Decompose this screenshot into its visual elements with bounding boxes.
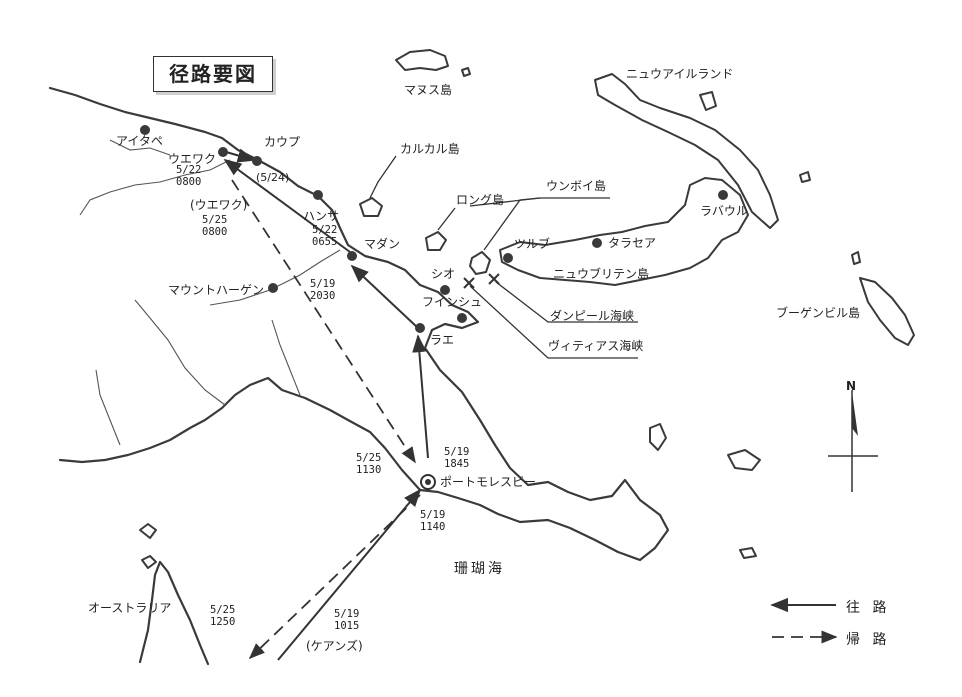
label-umboi: ウンボイ島 <box>546 179 607 193</box>
map-title: 径路要図 <box>153 56 273 92</box>
route-wewak-kaup <box>225 148 256 163</box>
route-portmoresby-lae <box>412 334 429 459</box>
label-port-moresby: ポートモレスビー <box>440 475 537 489</box>
long-island <box>425 231 447 251</box>
label-dampier-strait: ダンピール海峡 <box>550 309 635 323</box>
label-coral-sea: 珊瑚海 <box>454 561 505 577</box>
label-kaup: カウプ <box>264 135 301 149</box>
hansa-dot <box>313 190 323 200</box>
madang-dot <box>347 251 357 261</box>
label-bougainville: ブーゲンビル島 <box>776 306 861 320</box>
talasea-dot <box>592 238 602 248</box>
label-australia: オーストラリア <box>88 601 172 615</box>
australia-coast <box>138 560 210 666</box>
fly-river <box>134 299 226 406</box>
ring-leader <box>469 197 610 207</box>
new-ireland <box>594 73 779 229</box>
label-karkar: カルカル島 <box>400 142 460 156</box>
umboi-island <box>469 251 491 275</box>
label-rabaul: ラバウル <box>700 204 748 218</box>
label-finschhafen: フインシュ <box>422 295 483 309</box>
lae-dot <box>415 323 425 333</box>
north-arrow <box>828 390 878 492</box>
sio-dot <box>440 285 450 295</box>
legend-outbound-label: 往 路 <box>846 600 891 616</box>
label-sio: シオ <box>431 267 456 281</box>
label-cairns: (ケアンズ) <box>306 639 363 653</box>
label-aitape: アイタペ <box>116 134 163 148</box>
river <box>271 319 301 396</box>
vitiaz-strait-cross <box>488 273 500 285</box>
label-vitiaz-strait: ヴィティアス海峡 <box>548 339 644 353</box>
river <box>109 139 171 156</box>
aitape-dot <box>140 125 150 135</box>
label-hansa: ハンサ <box>303 209 340 223</box>
label-madang: マダン <box>364 237 401 251</box>
rabaul-dot <box>718 190 728 200</box>
new-britain <box>499 177 749 286</box>
label-long-island: ロング島 <box>456 193 505 207</box>
dampier-leader <box>495 281 638 323</box>
torres-island <box>141 555 157 569</box>
long-island-leader <box>437 207 456 231</box>
dentrecasteaux-island <box>727 449 761 471</box>
manus-island <box>395 49 449 71</box>
bougainville-island <box>859 277 915 346</box>
river <box>95 369 121 446</box>
label-wewak-return: (ウエワク) <box>190 198 248 212</box>
label-new-ireland: ニュウアイルランド <box>626 67 734 81</box>
label-new-britain: ニュウブリテン島 <box>553 267 650 281</box>
route-cairns-portmoresby <box>277 488 422 661</box>
return-portmoresby-australia <box>248 494 421 660</box>
wewak-dot <box>218 147 228 157</box>
kaup-dot <box>252 156 262 166</box>
new-guinea-south-coast <box>58 376 422 492</box>
finschhafen-dot <box>457 313 467 323</box>
islet <box>739 547 757 559</box>
route-lae-madang <box>350 264 419 329</box>
label-mount-hagen: マウントハーゲン <box>168 283 265 297</box>
karkar-island <box>359 197 383 217</box>
torres-island <box>139 523 157 539</box>
sepik-river <box>79 159 231 216</box>
legend-return-label: 帰 路 <box>846 632 891 648</box>
label-wewak: ウエワク <box>168 152 217 166</box>
mount-hagen-dot <box>268 283 278 293</box>
tulubu-dot <box>503 253 513 263</box>
north-label: N <box>846 379 857 393</box>
new-hanover <box>699 91 717 111</box>
trobriand-island <box>649 423 667 451</box>
karkar-leader <box>369 155 397 199</box>
ramu-river <box>209 249 341 306</box>
route-madang-wewak <box>223 158 351 253</box>
label-manus: マヌス島 <box>404 83 453 97</box>
manus-islet <box>461 67 471 77</box>
vitiaz-leader <box>469 285 638 359</box>
dampier-strait-cross <box>463 277 475 289</box>
islet <box>799 171 811 183</box>
label-lae: ラエ <box>430 333 455 347</box>
date-kaup-0524: (5/24) <box>256 171 290 184</box>
buka-island <box>851 251 861 265</box>
port-moresby-marker <box>420 474 436 490</box>
label-talasea: タラセア <box>608 236 657 250</box>
new-guinea-north-coast <box>48 86 670 562</box>
label-tulubu: ツルブ <box>514 237 551 251</box>
